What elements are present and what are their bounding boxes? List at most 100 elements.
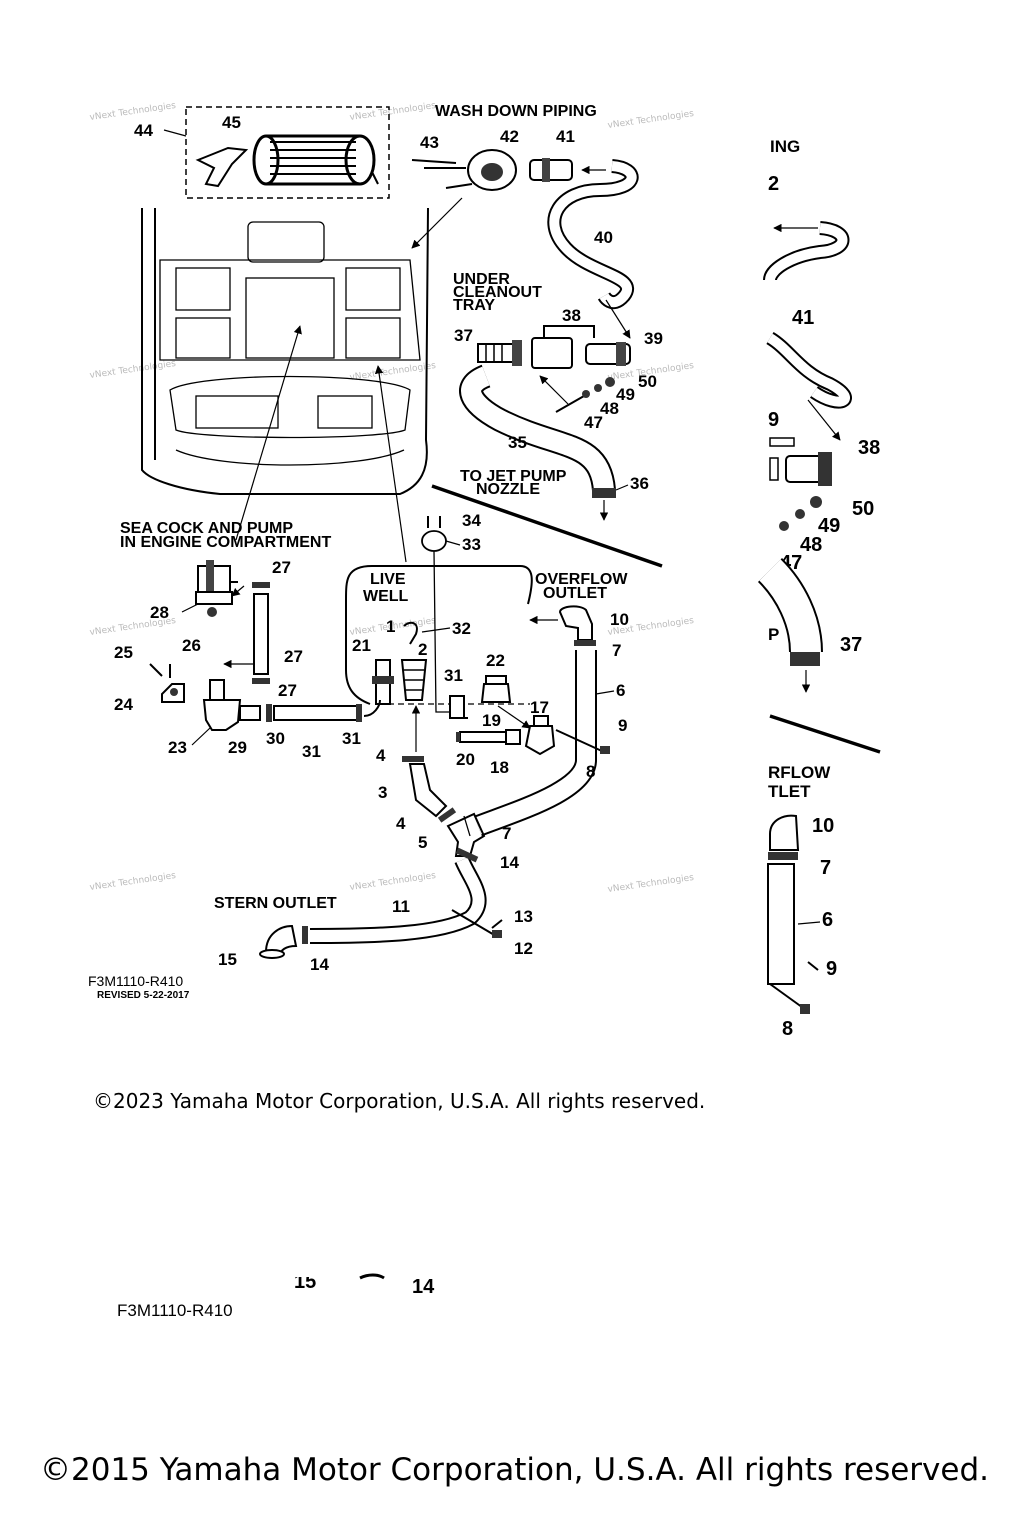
label-wash-down-piping: WASH DOWN PIPING: [435, 103, 597, 120]
lower-callout-14: 14: [412, 1276, 435, 1298]
fragment-callout-41: 41: [792, 307, 814, 329]
fragment-callout-9b: 9: [826, 958, 837, 980]
lower-diagram-code: F3M1110-R410: [117, 1301, 233, 1320]
callout-5: 5: [418, 833, 427, 852]
coil-hose-part: [252, 134, 379, 186]
callout-41: 40: [594, 228, 613, 247]
watermark: vNext Technologies: [89, 101, 177, 123]
fragment-label-p: P: [768, 625, 779, 644]
spray-nozzle-part: [195, 146, 249, 188]
callout-1: 1: [386, 617, 395, 636]
valve-assembly: [477, 325, 631, 369]
callout-36: 35: [508, 433, 527, 452]
fragment-callout-8: 8: [782, 1018, 793, 1040]
elbow-10: [558, 605, 596, 646]
callout-35: 34: [462, 511, 481, 530]
callout-19: 20: [456, 750, 475, 769]
callout-48: 48: [600, 399, 619, 418]
hose-30: [273, 705, 361, 721]
stern-outlet-15: [259, 924, 298, 959]
callout-22: 23: [168, 738, 187, 757]
fitting-42-part: [529, 158, 606, 182]
fragment-label-tlet: TLET: [768, 782, 811, 801]
callout-11: 11: [392, 897, 410, 916]
label-to-jet-pump: TO JET PUMP: [460, 468, 567, 485]
callout-38: 37: [454, 326, 473, 345]
callout-25: 26: [182, 636, 201, 655]
lower-fragment: 15 14 F3M1110-R410: [117, 1273, 435, 1320]
callout-27-top: 27: [272, 558, 291, 577]
callout-15: 15: [218, 950, 237, 969]
callout-31-right: 31: [342, 729, 361, 748]
fitting-2: [400, 659, 428, 701]
bracket-23: [161, 683, 185, 703]
callout-30: 31: [302, 742, 321, 761]
callout-31-left: 30: [266, 729, 285, 748]
callout-21: 22: [486, 651, 505, 670]
callout-7-bottom: 7: [502, 824, 511, 843]
watermark: vNext Technologies: [607, 873, 695, 895]
callout-49: 49: [616, 385, 635, 404]
callout-37: 36: [630, 474, 649, 493]
copyright-2023: ©2023 Yamaha Motor Corporation, U.S.A. A…: [93, 1089, 706, 1113]
pump-22: [202, 679, 261, 731]
callout-8-main: 8: [586, 762, 595, 781]
callout-28: 28: [150, 603, 169, 622]
screw-bolt-47-50: [555, 377, 615, 413]
callout-4-top: 4: [376, 746, 386, 765]
label-under-cleanout-tray-3: TRAY: [453, 297, 495, 314]
fragment-callout-2: 2: [768, 173, 779, 195]
kit-box: [185, 106, 390, 199]
callout-45: 44: [134, 121, 153, 140]
fragment-callout-38: 38: [858, 437, 880, 459]
watermark: vNext Technologies: [607, 109, 695, 131]
hull-outline: [141, 207, 429, 495]
label-overflow-outlet: OVERFLOW: [535, 571, 628, 588]
callout-42: 41: [556, 127, 575, 146]
callout-2: 2: [418, 640, 427, 659]
label-overflow-outlet-2: OUTLET: [543, 585, 607, 602]
strainer-21: [480, 675, 512, 703]
callout-24: 25: [114, 643, 133, 662]
callout-6: 6: [616, 681, 625, 700]
fragment-callout-37: 37: [840, 634, 862, 656]
fragment-callout-7: 7: [820, 857, 831, 879]
callout-34: 32: [452, 619, 471, 638]
fragment-callout-10: 10: [812, 815, 834, 837]
callout-12: 12: [514, 939, 533, 958]
revised-date: REVISED 5-22-2017: [97, 990, 190, 1001]
callout-50: 50: [638, 372, 657, 391]
watermark: vNext Technologies: [89, 871, 177, 893]
fitting-32: [449, 695, 468, 719]
label-stern-outlet: STERN OUTLET: [214, 895, 337, 912]
label-live-well-2: WELL: [363, 588, 409, 605]
fragment-label-rflow: RFLOW: [768, 763, 831, 782]
watermark: vNext Technologies: [89, 359, 177, 381]
fitting-20: [363, 659, 394, 717]
callout-4-bottom: 4: [396, 814, 406, 833]
flange-part: [467, 149, 517, 191]
label-to-jet-pump-2: NOZZLE: [476, 481, 540, 498]
callout-32: 31: [444, 666, 463, 685]
callout-layer: 44 45 43 42 41 40 38 37 39 50 49 48 47 3…: [114, 113, 663, 974]
fragment-callout-6: 6: [822, 909, 833, 931]
fragment-callout-49: 49: [818, 515, 840, 537]
label-under-cleanout-tray: UNDER: [453, 271, 510, 288]
callout-14-top: 14: [500, 853, 519, 872]
callout-16: 17: [530, 698, 549, 717]
screws-part: [411, 159, 473, 189]
callout-47: 47: [584, 413, 603, 432]
callout-7-top: 7: [612, 641, 621, 660]
watermark: vNext Technologies: [349, 101, 437, 123]
callout-29: 29: [228, 738, 247, 757]
seacock-28: [195, 560, 238, 617]
callout-20: 21: [352, 636, 371, 655]
right-fragment: ING 2 41 9 38 50 49 48 47 P 37 RFLOW TLE…: [757, 137, 881, 1040]
callout-10: 10: [610, 610, 629, 629]
callout-14-bottom: 14: [310, 955, 329, 974]
callout-23: 24: [114, 695, 133, 714]
callout-39: 38: [562, 306, 581, 325]
fragment-label-ing: ING: [770, 137, 800, 156]
copyright-2015: ©2015 Yamaha Motor Corporation, U.S.A. A…: [40, 1452, 989, 1488]
